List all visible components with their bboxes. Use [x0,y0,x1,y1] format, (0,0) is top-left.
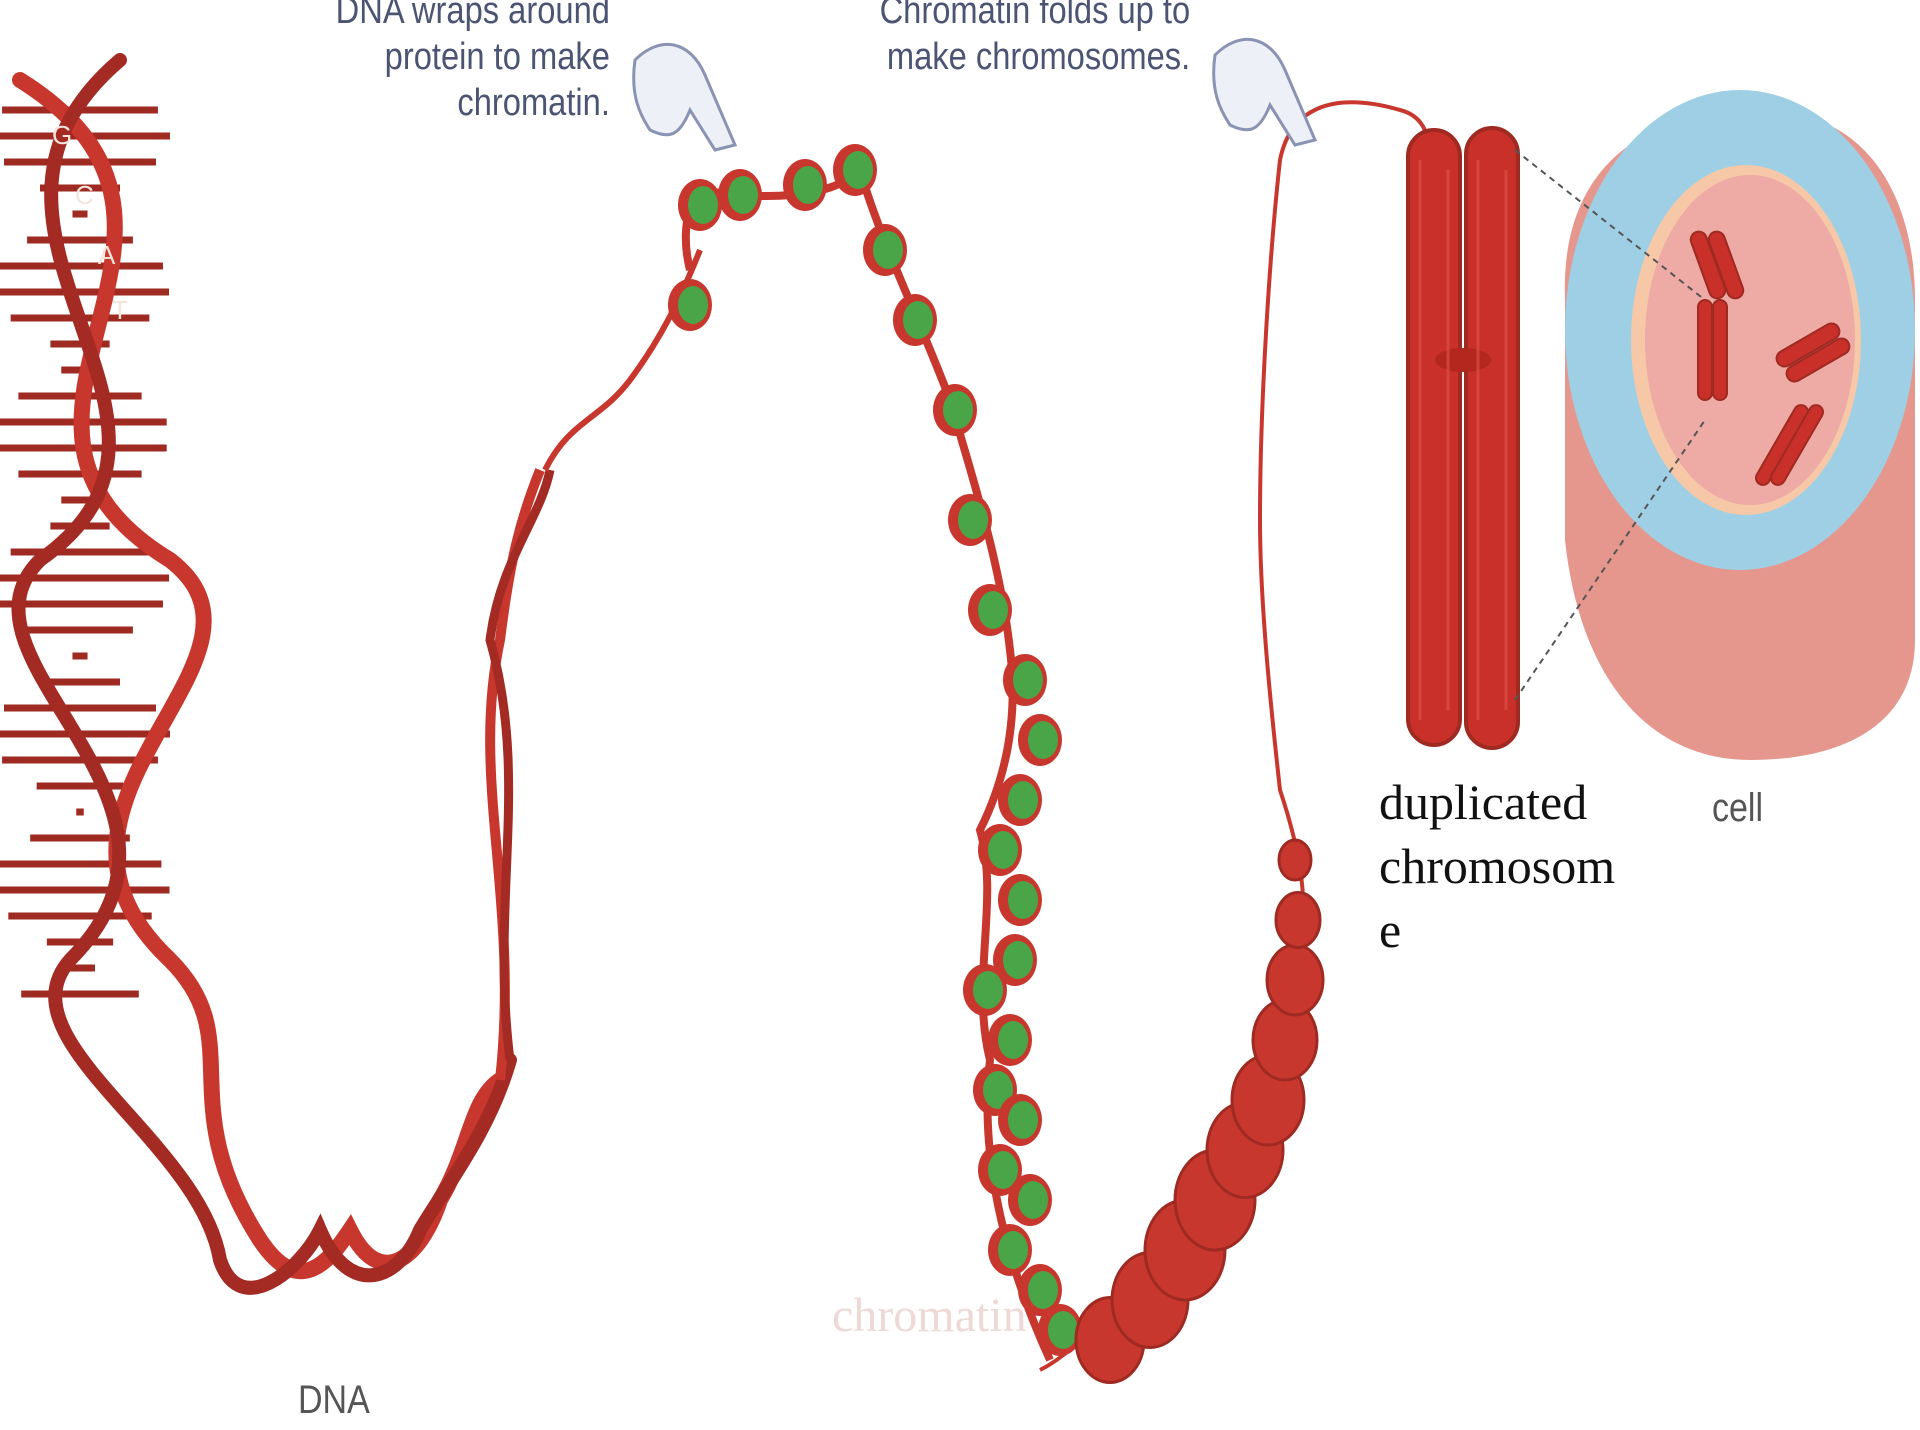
duplicated-chromosome-label-box: duplicated chromosom e [1395,750,1673,960]
pointing-hand-icon-2 [1214,39,1315,145]
caption-wrap-line-3: chromatin. [336,80,610,126]
cell-illustration [1515,90,1915,760]
thin-dna-thread [545,250,700,470]
chromatin-fiber [668,102,1430,1382]
label-dna: DNA [298,1378,370,1423]
condensed-coil-segments [1076,840,1323,1383]
histone-core [688,186,718,224]
histone-core [998,1021,1028,1059]
caption-chromatin-folds: Chromatin folds up to make chromosomes. [879,0,1190,80]
chromatid-left [1408,130,1460,745]
centromere [1435,348,1491,372]
helix-strand-b [18,60,510,1288]
histone-core [998,1231,1028,1269]
histone-core [728,176,758,214]
histone-core [943,391,973,429]
base-label-a: A [98,240,115,271]
caption-dna-wraps: DNA wraps around protein to make chromat… [336,0,610,126]
histone-core [1008,781,1038,819]
histone-core [1048,1311,1078,1349]
histone-core [1008,881,1038,919]
coil-segment [1267,945,1323,1015]
histone-core [978,591,1008,629]
nucleosome-beads [668,144,1082,1356]
base-label-g: G [52,120,72,151]
chromatid-right [1466,128,1518,748]
histone-core [1018,1181,1048,1219]
histone-core [1028,721,1058,759]
duplicated-chromosome-shape [1408,128,1518,748]
helix-strand-rise-b [490,470,550,1060]
histone-core [1013,661,1043,699]
helix-strand-a [20,80,500,1271]
histone-core [958,501,988,539]
histone-core [678,286,708,324]
histone-core [1003,941,1033,979]
caption-fold-line-2: make chromosomes. [879,34,1190,80]
histone-core [1008,1101,1038,1139]
dup-label-line-2: chromosom [1379,834,1615,898]
dup-label-line-3: e [1379,898,1401,962]
caption-wrap-line-1: DNA wraps around [336,0,610,34]
histone-core [873,231,903,269]
histone-core [1028,1271,1058,1309]
caption-wrap-line-2: protein to make [336,34,610,80]
histone-core [973,971,1003,1009]
histone-core [843,151,873,189]
pointing-hand-icon-1 [634,44,735,150]
label-chromatin: chromatin [832,1288,1027,1343]
dup-label-line-1: duplicated [1379,770,1587,834]
histone-core [988,831,1018,869]
coil-segment [1276,893,1320,948]
base-label-t: T [112,295,128,326]
histone-core [903,301,933,339]
coil-segment [1279,840,1311,880]
histone-core [793,166,823,204]
label-cell: cell [1712,786,1763,831]
caption-fold-line-1: Chromatin folds up to [879,0,1190,34]
base-label-c: C [75,180,94,211]
